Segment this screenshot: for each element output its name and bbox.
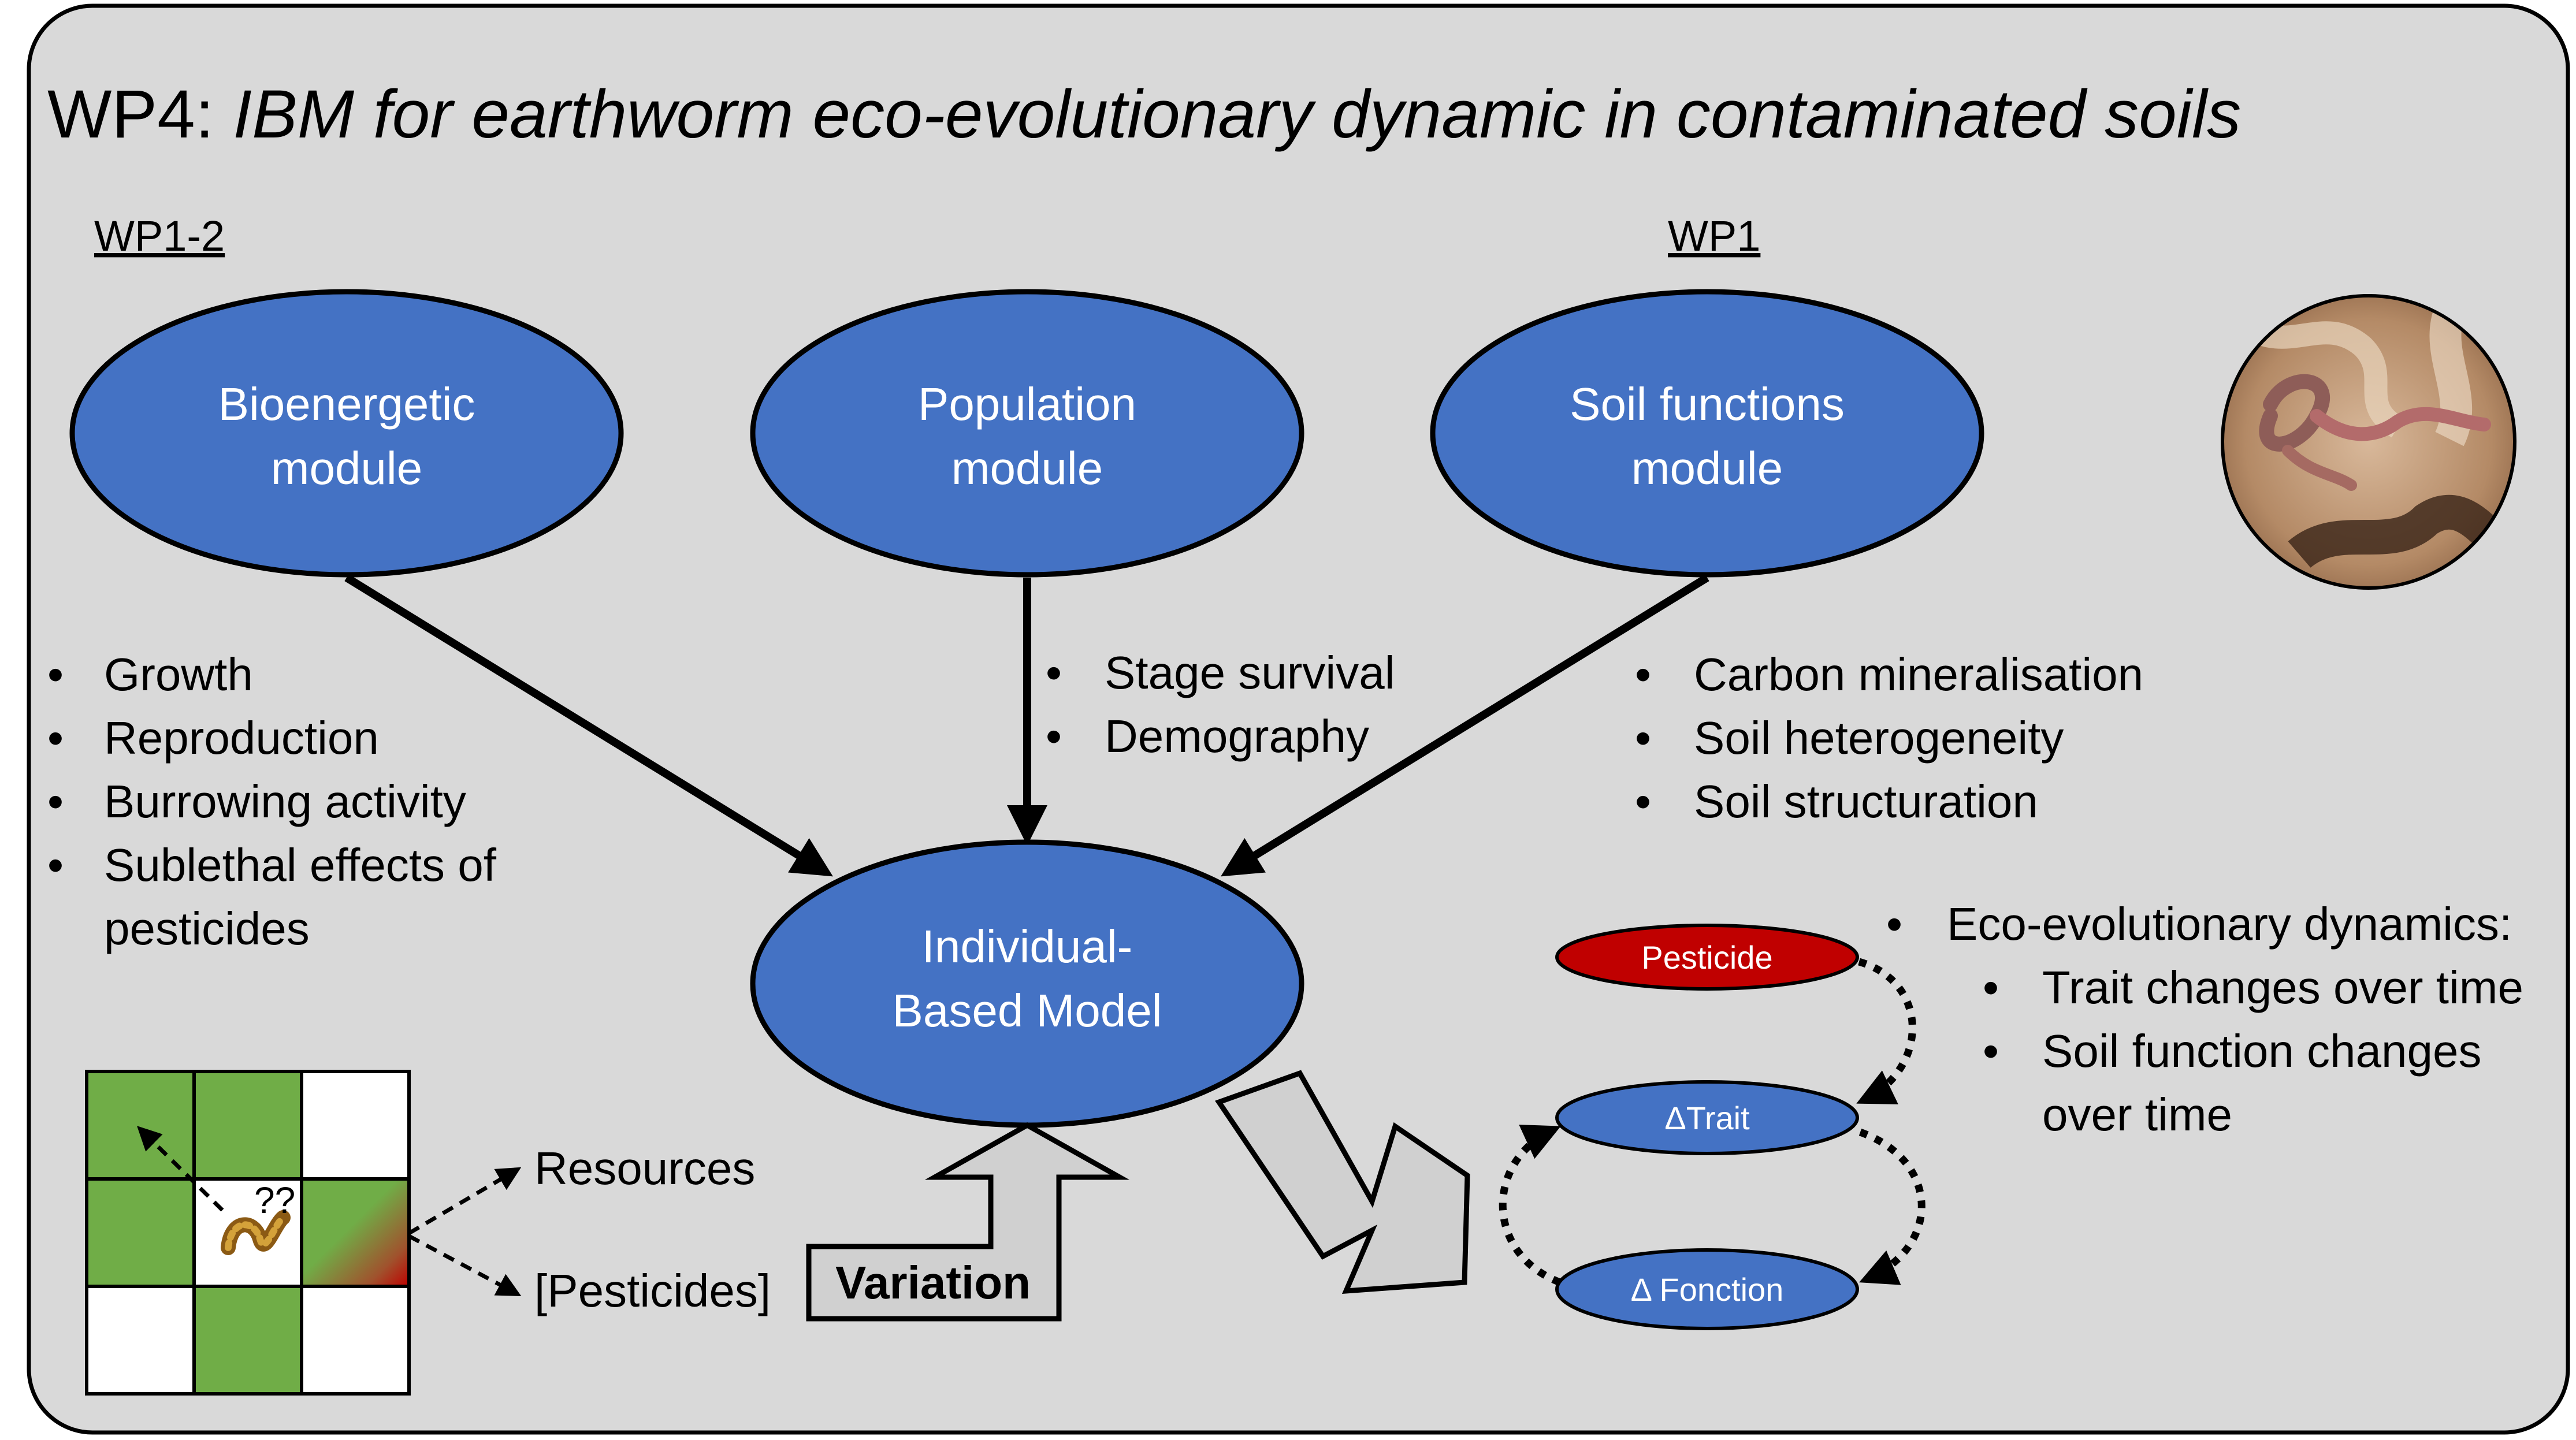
trait-node <box>1555 1080 1859 1155</box>
arrow-function-to-trait <box>1499 1125 1562 1286</box>
wp-label-right: WP1 <box>1668 212 1760 260</box>
arrow-trait-to-function <box>1858 1128 1926 1285</box>
bullet-growth: •Growth <box>47 649 253 700</box>
arrow-bioenergetic-to-ibm <box>344 574 833 877</box>
eco-evo-heading: •Eco-evolutionary dynamics: <box>1886 898 2512 950</box>
ibm-module-label-1: Individual- <box>922 921 1133 972</box>
bioenergetic-module-label-1: Bioenergetic <box>218 378 475 430</box>
bullet-soil-heterogeneity: •Soil heterogeneity <box>1635 712 2064 764</box>
eco-evo-cycle: Pesticide ΔTrait Δ Fonction <box>1499 924 1926 1330</box>
grid-cell-green <box>85 1177 196 1288</box>
grid-cell-green <box>192 1070 303 1181</box>
variation-label: Variation <box>835 1257 1031 1308</box>
arrow-to-pesticides <box>408 1234 522 1296</box>
bioenergetic-bullet-list: •Growth •Reproduction •Burrowing activit… <box>47 649 497 954</box>
grid-cell-green <box>85 1070 196 1181</box>
pesticide-node-label: Pesticide <box>1641 939 1772 976</box>
earthworm-photo <box>2221 294 2516 590</box>
population-module-label-2: module <box>951 442 1103 494</box>
soil-bullet-list: •Carbon mineralisation •Soil heterogenei… <box>1635 649 2143 827</box>
population-module-label-1: Population <box>918 378 1136 430</box>
pesticides-label: [Pesticides] <box>534 1265 771 1316</box>
soil-functions-module: Soil functions module <box>1430 289 1984 578</box>
worm-icon <box>221 1210 291 1255</box>
bullet-reproduction: •Reproduction <box>47 712 379 764</box>
ibm-module: Individual- Based Model <box>750 839 1304 1128</box>
variation-arrow: Variation <box>806 1122 1130 1322</box>
grid-cell-green <box>192 1285 303 1396</box>
eco-evo-soil-function-changes-continued: over time <box>2042 1089 2232 1140</box>
bullet-sublethal-continued: pesticides <box>104 903 310 954</box>
function-node <box>1555 1248 1859 1330</box>
page-title: WP4: IBM for earthworm eco-evolutionary … <box>47 76 2241 152</box>
eco-evo-soil-function-changes: •Soil function changes <box>1983 1025 2482 1077</box>
pesticide-node <box>1555 924 1859 991</box>
bullet-demography: •Demography <box>1046 710 1369 762</box>
title-rest: IBM for earthworm eco-evolutionary dynam… <box>233 76 2241 152</box>
ibm-module-label-2: Based Model <box>893 985 1162 1036</box>
arrow-to-resources <box>408 1167 522 1236</box>
bioenergetic-module-label-2: module <box>271 442 422 494</box>
title-prefix: WP4: <box>47 76 233 152</box>
grid-cell-white <box>300 1285 411 1396</box>
grid-cell-gradient <box>300 1177 411 1288</box>
function-node-label: Δ Fonction <box>1631 1271 1784 1308</box>
wp-label-left: WP1-2 <box>94 212 225 260</box>
bullet-burrowing: •Burrowing activity <box>47 776 466 827</box>
bullet-stage-survival: •Stage survival <box>1046 647 1395 698</box>
population-bullet-list: •Stage survival •Demography <box>1046 647 1395 762</box>
eco-evo-trait-changes: •Trait changes over time <box>1983 962 2523 1013</box>
bullet-sublethal: •Sublethal effects of <box>47 839 497 891</box>
soil-functions-module-label-2: module <box>1631 442 1783 494</box>
bullet-soil-structuration: •Soil structuration <box>1635 776 2038 827</box>
soil-functions-module-label-1: Soil functions <box>1570 378 1845 430</box>
bioenergetic-module: Bioenergetic module <box>69 289 624 578</box>
grid-cell-white <box>85 1285 196 1396</box>
trait-node-label: ΔTrait <box>1664 1100 1750 1136</box>
arrow-soil-to-ibm <box>1221 574 1709 877</box>
block-arrow-to-eco-evo <box>1215 1070 1470 1294</box>
eco-evo-list: •Eco-evolutionary dynamics: •Trait chang… <box>1886 898 2523 1140</box>
worm-question-label: ?? <box>254 1179 295 1221</box>
population-module: Population module <box>750 289 1304 578</box>
grid-cell-white <box>300 1070 411 1181</box>
resources-label: Resources <box>534 1143 755 1194</box>
bullet-carbon-mineralisation: •Carbon mineralisation <box>1635 649 2143 700</box>
